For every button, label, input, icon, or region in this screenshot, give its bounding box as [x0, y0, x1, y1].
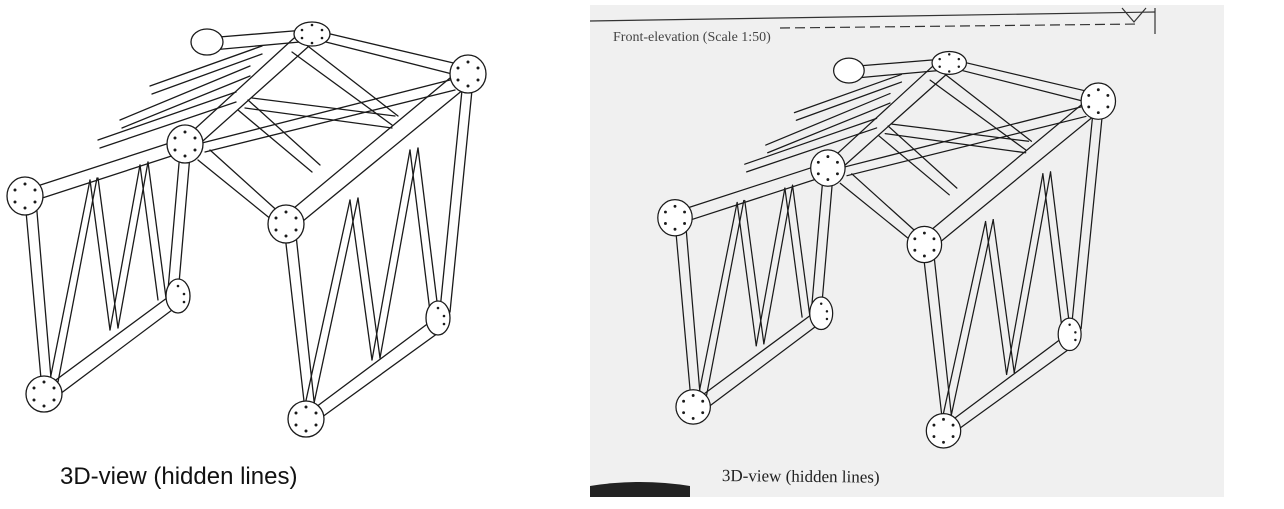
photo-shadow	[590, 482, 690, 497]
cad-caption: 3D-view (hidden lines)	[60, 463, 298, 490]
photo-title: Front-elevation (Scale 1:50)	[613, 30, 771, 45]
drawing-border	[589, 7, 1156, 34]
cad-truss-drawing	[6, 21, 487, 438]
photo-caption: 3D-view (hidden lines)	[721, 466, 880, 487]
photo-panel	[589, 5, 1224, 497]
photo-paper	[590, 5, 1224, 497]
